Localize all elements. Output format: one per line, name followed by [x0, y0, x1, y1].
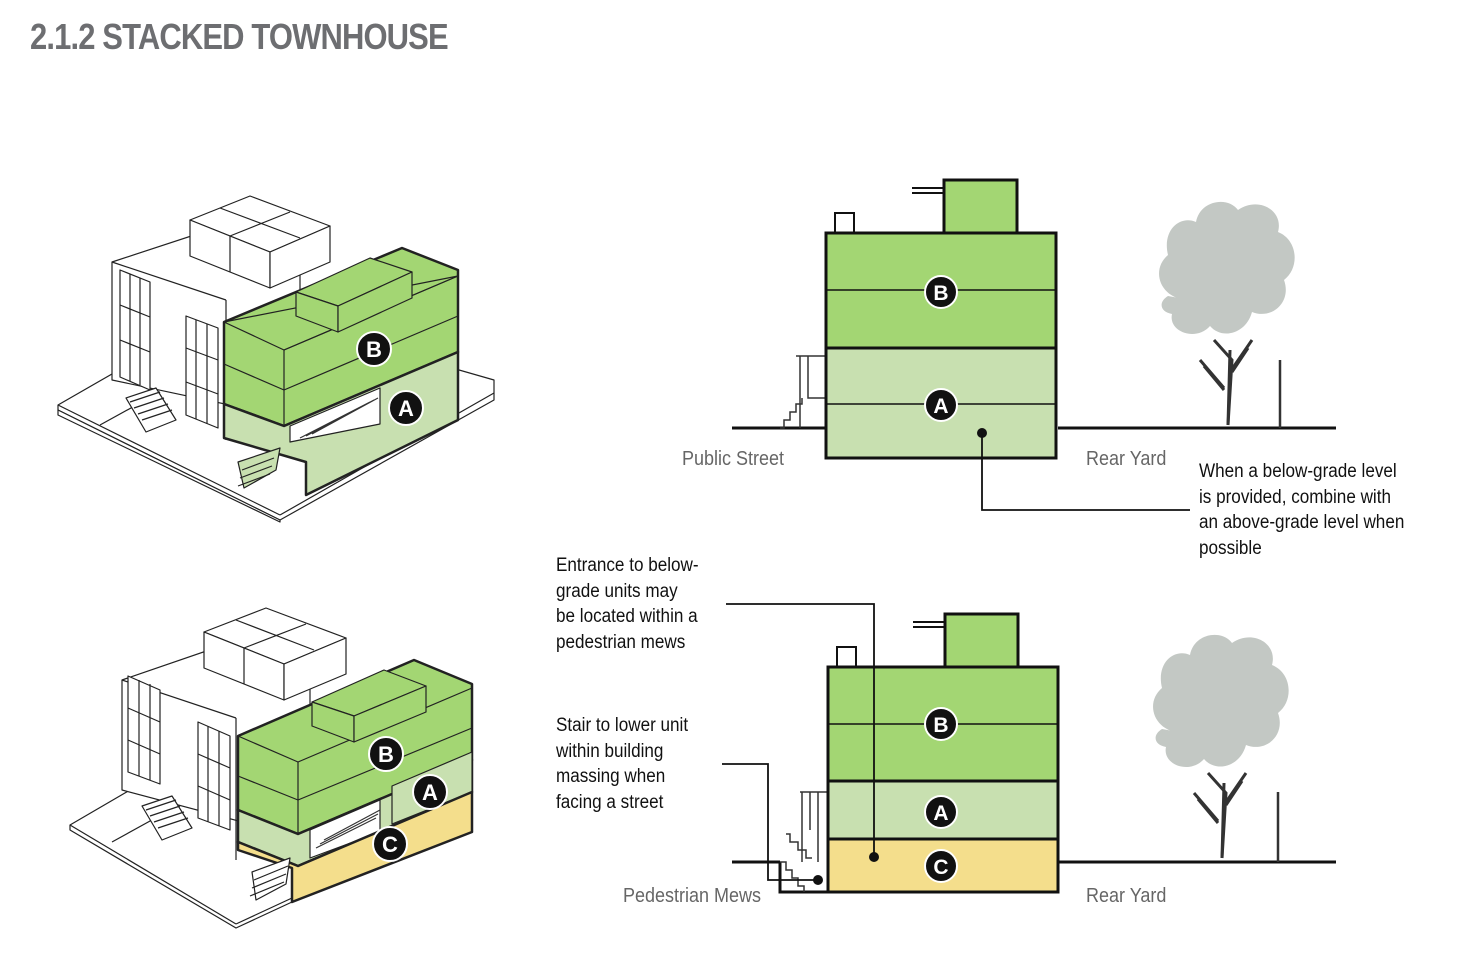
below-grade-note: When a below-grade level is provided, co…: [1199, 461, 1405, 559]
axon-top: B A: [57, 195, 495, 523]
axon-top-badge-b: B: [356, 331, 392, 367]
axon-bottom-badge-b: B: [368, 736, 404, 772]
stair-callout: Stair to lower unit within building mass…: [556, 715, 689, 813]
svg-text:B: B: [378, 742, 394, 767]
svg-text:A: A: [933, 802, 948, 825]
svg-text:C: C: [382, 832, 398, 857]
section-bottom-badge-b: B: [924, 707, 958, 741]
axon-bottom-badge-c: C: [372, 826, 408, 862]
section-bottom: B A C: [722, 603, 1336, 894]
axon-bottom: B A C: [69, 607, 474, 929]
rear-yard-label-bottom: Rear Yard: [1086, 885, 1167, 907]
tree-icon: [1157, 200, 1297, 427]
tree-icon: [1151, 633, 1291, 860]
svg-text:B: B: [366, 337, 382, 362]
svg-text:B: B: [933, 282, 948, 305]
section-top: B A: [732, 178, 1336, 511]
svg-text:A: A: [398, 396, 414, 421]
window-icon: [119, 269, 151, 391]
section-bottom-badge-c: C: [924, 849, 958, 883]
axon-top-badge-a: A: [388, 390, 424, 426]
entrance-callout: Entrance to below- grade units may be lo…: [556, 555, 699, 653]
window-icon: [185, 315, 219, 429]
pedestrian-mews-label: Pedestrian Mews: [623, 885, 762, 907]
page-title: 2.1.2 STACKED TOWNHOUSE: [30, 16, 449, 57]
window-icon: [127, 675, 161, 785]
svg-text:A: A: [933, 395, 948, 418]
svg-text:C: C: [933, 856, 948, 879]
section-bottom-badge-a: A: [924, 795, 958, 829]
svg-text:A: A: [422, 780, 438, 805]
public-street-label: Public Street: [682, 448, 785, 470]
svg-text:B: B: [933, 714, 948, 737]
section-top-badge-b: B: [924, 275, 958, 309]
rear-yard-label-top: Rear Yard: [1086, 448, 1167, 470]
window-icon: [197, 721, 231, 831]
section-top-badge-a: A: [924, 388, 958, 422]
axon-bottom-badge-a: A: [412, 774, 448, 810]
